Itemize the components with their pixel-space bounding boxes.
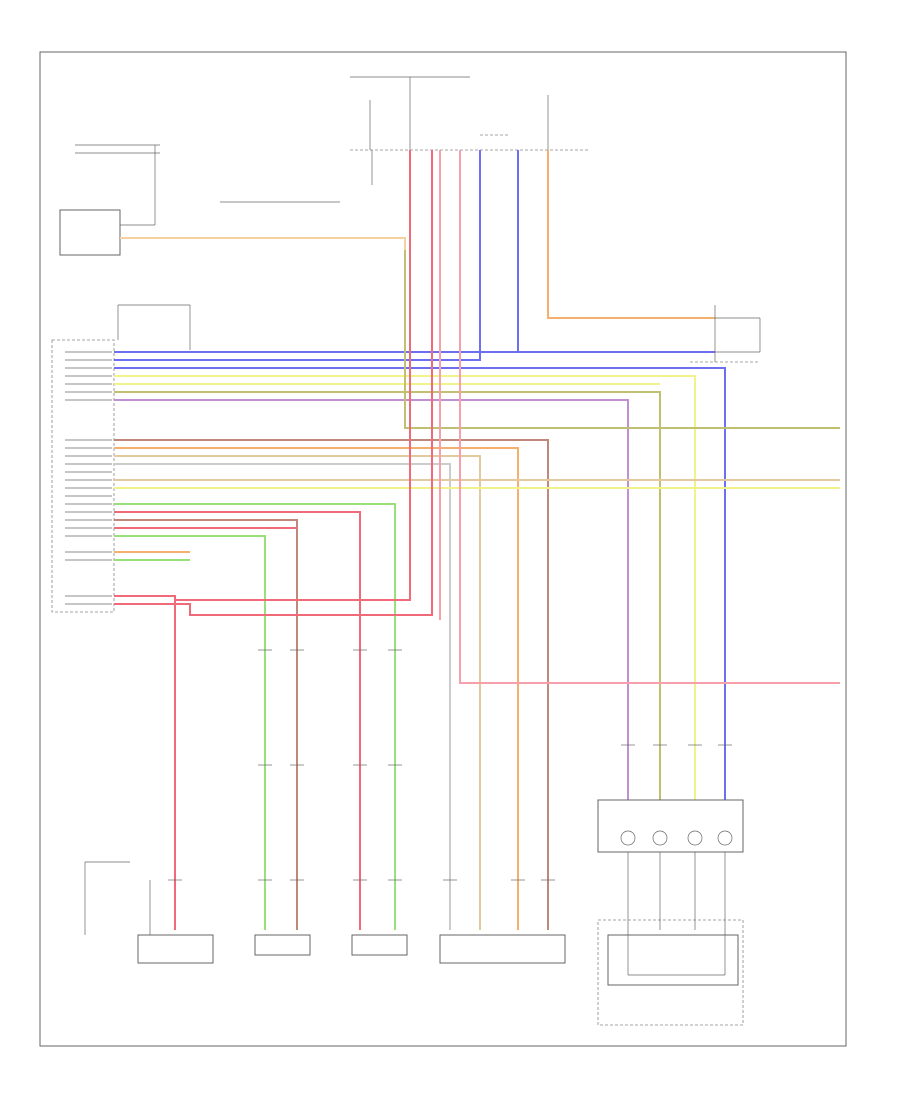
ground-connector-top-left bbox=[59, 144, 160, 256]
srs-pin-labels bbox=[65, 351, 112, 605]
srs-ground-strap bbox=[117, 304, 191, 350]
inline-connectors bbox=[168, 649, 732, 881]
front-impact-sensor-left bbox=[351, 934, 408, 956]
ground-connector-bottom-left bbox=[84, 861, 151, 935]
srs-control-module bbox=[51, 339, 115, 613]
telltale-lamp-connector bbox=[137, 934, 214, 964]
oc-sensor-assembly bbox=[597, 799, 744, 1026]
passenger-seat-sensor bbox=[439, 934, 566, 964]
diagram-frame bbox=[39, 51, 847, 1047]
instrument-cluster-connector bbox=[690, 305, 761, 363]
fuse-header bbox=[220, 76, 590, 203]
front-impact-sensor-right bbox=[254, 934, 311, 956]
wire-harness bbox=[114, 150, 840, 930]
